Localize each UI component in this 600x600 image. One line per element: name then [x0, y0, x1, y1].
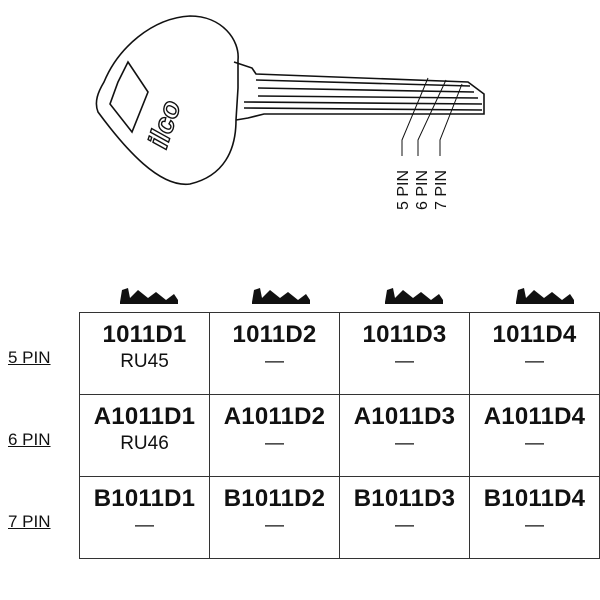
- cross-reference: —: [395, 351, 414, 372]
- cross-reference: —: [265, 515, 284, 536]
- key-code: 1011D2: [232, 321, 317, 348]
- table-cell: B1011D4 —: [469, 476, 600, 559]
- pin-marker-7: 7 PIN: [433, 170, 450, 210]
- pin-marker-6: 6 PIN: [414, 170, 431, 210]
- table-row: B1011D1 — B1011D2 — B1011D3 — B1011D4 —: [79, 476, 600, 559]
- cross-reference: —: [135, 515, 154, 536]
- pin-leader-lines: [401, 77, 463, 156]
- cross-reference: —: [265, 433, 284, 454]
- cross-reference: RU46: [120, 433, 169, 454]
- key-code: 1011D1: [102, 321, 187, 348]
- table-cell: B1011D1 —: [79, 476, 210, 559]
- key-code: 1011D4: [492, 321, 577, 348]
- cross-reference: —: [395, 433, 414, 454]
- row-label-6-pin: 6 PIN: [8, 430, 51, 449]
- keyway-profile-icon: [120, 288, 178, 304]
- row-label-7-pin: 7 PIN: [8, 512, 51, 531]
- table-cell: 1011D4 —: [469, 312, 600, 395]
- keyway-profile-icon: [516, 288, 574, 304]
- key-blank-drawing: ilco 5 PIN 6 PIN 7 PIN: [95, 15, 485, 210]
- table-cell: A1011D2 —: [209, 394, 340, 477]
- table-cell: B1011D3 —: [339, 476, 470, 559]
- key-code: B1011D1: [93, 485, 196, 512]
- pin-marker-5: 5 PIN: [395, 170, 412, 210]
- cross-reference: —: [265, 351, 284, 372]
- key-code: A1011D2: [223, 403, 326, 430]
- cross-reference: —: [525, 351, 544, 372]
- keyway-profile-icon: [385, 288, 443, 304]
- cross-reference: —: [395, 515, 414, 536]
- table-cell: 1011D3 —: [339, 312, 470, 395]
- table-cell: 1011D2 —: [209, 312, 340, 395]
- table-cell: A1011D3 —: [339, 394, 470, 477]
- key-code: B1011D4: [483, 485, 586, 512]
- keyway-profile-icon: [252, 288, 310, 304]
- brand-logo: ilco: [142, 96, 186, 151]
- key-code: B1011D3: [353, 485, 456, 512]
- cross-reference: —: [525, 515, 544, 536]
- key-outline: [95, 15, 485, 185]
- key-code: B1011D2: [223, 485, 326, 512]
- cross-reference: RU45: [120, 351, 169, 372]
- key-code: A1011D1: [93, 403, 196, 430]
- row-label-5-pin: 5 PIN: [8, 348, 51, 367]
- table-cell: B1011D2 —: [209, 476, 340, 559]
- key-code: A1011D3: [353, 403, 456, 430]
- key-code: 1011D3: [362, 321, 447, 348]
- table-cell: A1011D4 —: [469, 394, 600, 477]
- cross-reference: —: [525, 433, 544, 454]
- key-code: A1011D4: [483, 403, 586, 430]
